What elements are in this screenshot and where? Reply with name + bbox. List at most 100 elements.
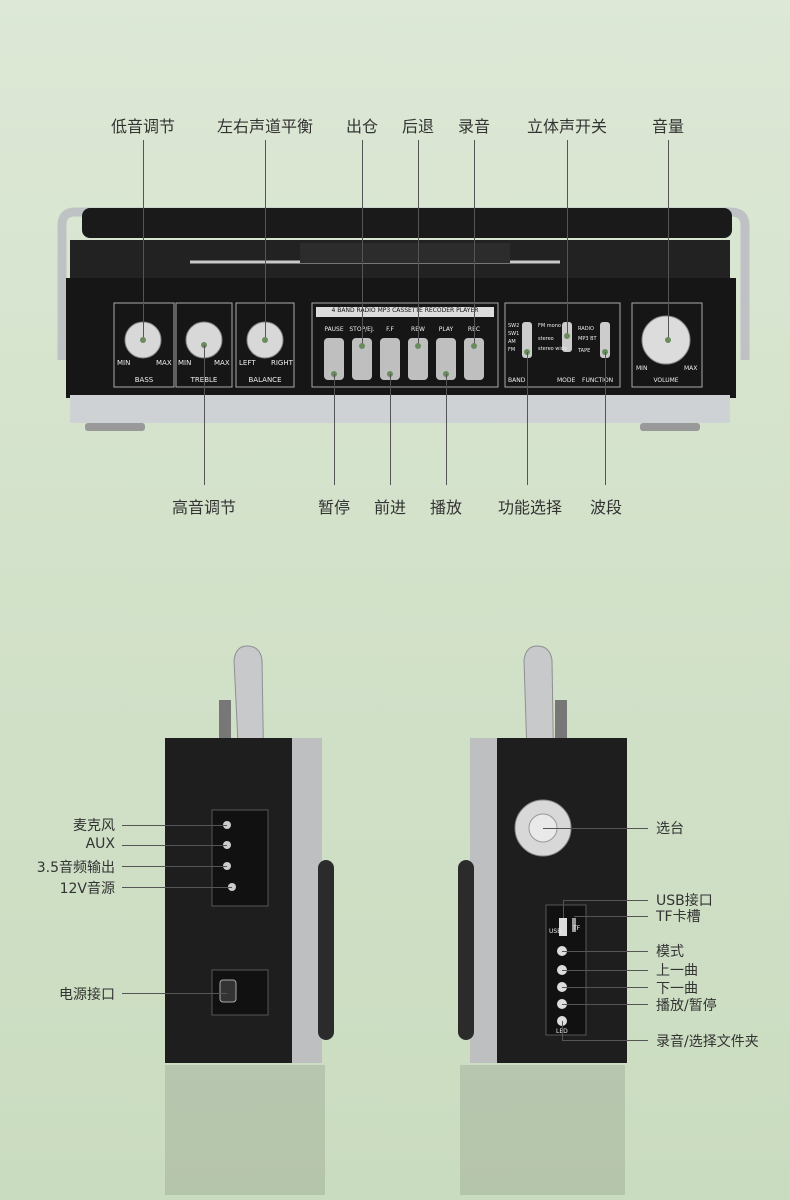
leader-balance [265, 140, 266, 340]
aux-jack [223, 841, 231, 849]
leader-usb-drop [563, 900, 564, 918]
balance-caption: BALANCE [248, 376, 282, 384]
mode-stereo: stereo [538, 336, 554, 342]
stop-key [352, 338, 372, 380]
usb-port-label: USB [549, 928, 562, 935]
label-play: 播放 [429, 498, 463, 517]
balance-right: RIGHT [271, 359, 293, 367]
volume-caption: VOLUME [653, 377, 679, 384]
label-pause: 暂停 [317, 498, 351, 517]
leader-12v [122, 887, 232, 888]
func-tape: TAPE [578, 348, 591, 354]
pause-key [324, 338, 344, 380]
dc-jack [228, 883, 236, 891]
label-usb: USB接口 [656, 893, 713, 909]
switch-panel [504, 302, 621, 388]
band-fm: FM [508, 347, 516, 353]
label-prev: 上一曲 [656, 963, 698, 979]
label-treble: 高音调节 [171, 498, 237, 517]
label-volume: 音量 [651, 117, 685, 136]
label-balance: 左右声道平衡 [216, 117, 314, 136]
label-record: 录音 [457, 117, 491, 136]
leader-audio-out [122, 866, 227, 867]
leader-bass [143, 140, 144, 340]
power-socket [219, 979, 237, 1003]
leader-play [446, 374, 447, 485]
label-next: 下一曲 [656, 981, 698, 997]
leader-function [527, 352, 528, 485]
balance-left: LEFT [239, 359, 256, 367]
leader-next [562, 987, 648, 988]
dot-volume [665, 337, 671, 343]
deck-panel [311, 302, 499, 388]
treble-min: MIN [178, 359, 192, 367]
label-play-pause: 播放/暂停 [656, 998, 717, 1014]
led-label: LED [556, 1028, 568, 1035]
band-caption: BAND [508, 377, 526, 384]
label-rewind: 后退 [401, 117, 435, 136]
leader-band [605, 352, 606, 485]
label-bass: 低音调节 [110, 117, 176, 136]
label-rec-folder: 录音/选择文件夹 [656, 1034, 759, 1050]
leader-record [474, 140, 475, 345]
volume-min: MIN [636, 365, 648, 372]
usb-port [559, 918, 567, 936]
leader-treble [204, 345, 205, 485]
handle-grip [82, 208, 732, 238]
mode-wide: stereo wide [538, 346, 568, 352]
band-am: AM [508, 339, 516, 345]
deck-buttons [324, 338, 484, 380]
leader-microphone [122, 825, 227, 826]
out-jack [223, 862, 231, 870]
leader-play-pause [562, 1004, 648, 1005]
mic-jack [223, 821, 231, 829]
leader-rewind [418, 140, 419, 345]
leader-volume [668, 140, 669, 340]
label-audio-out: 3.5音频输出 [36, 860, 115, 876]
rew-key [408, 338, 428, 380]
leader-pause [334, 374, 335, 485]
label-eject: 出仓 [345, 117, 379, 136]
leader-rec-folder-drop [562, 1021, 563, 1040]
label-forward: 前进 [373, 498, 407, 517]
leader-tuning [543, 828, 648, 829]
chrome-base [70, 395, 730, 423]
leader-usb [563, 900, 648, 901]
leader-prev [562, 970, 648, 971]
leader-stereo [567, 140, 568, 336]
func-radio: RADIO [578, 326, 594, 332]
dot-balance [262, 337, 268, 343]
label-mode: 模式 [656, 944, 684, 960]
label-stereo-switch: 立体声开关 [526, 117, 608, 136]
label-function: 功能选择 [497, 498, 563, 517]
btn-ff-label: F.F [386, 326, 394, 333]
mode-caption: MODE [557, 377, 576, 384]
treble-max: MAX [214, 359, 230, 367]
btn-pause-label: PAUSE [324, 326, 344, 333]
front-radio-illustration [57, 207, 750, 431]
label-12v: 12V音源 [59, 881, 115, 897]
right-chrome [470, 738, 500, 1063]
band-sw2: SW2 [508, 323, 520, 329]
dot-record [471, 343, 477, 349]
mode-mono: FM mono [538, 323, 561, 329]
label-power: 电源接口 [59, 987, 115, 1003]
left-chrome [292, 738, 322, 1063]
function-caption: FUNCTION [582, 377, 614, 384]
leader-rec-folder [562, 1040, 648, 1041]
leader-mode [562, 951, 648, 952]
play-key [436, 338, 456, 380]
dot-bass [140, 337, 146, 343]
bass-min: MIN [117, 359, 131, 367]
dot-rewind [415, 343, 421, 349]
label-aux: AUX [85, 836, 115, 852]
band-sw1: SW1 [508, 331, 520, 337]
main-body [66, 278, 736, 398]
volume-panel [631, 302, 703, 388]
leader-eject [362, 140, 363, 345]
leader-aux [122, 845, 227, 846]
rec-key [464, 338, 484, 380]
bass-caption: BASS [134, 376, 154, 384]
